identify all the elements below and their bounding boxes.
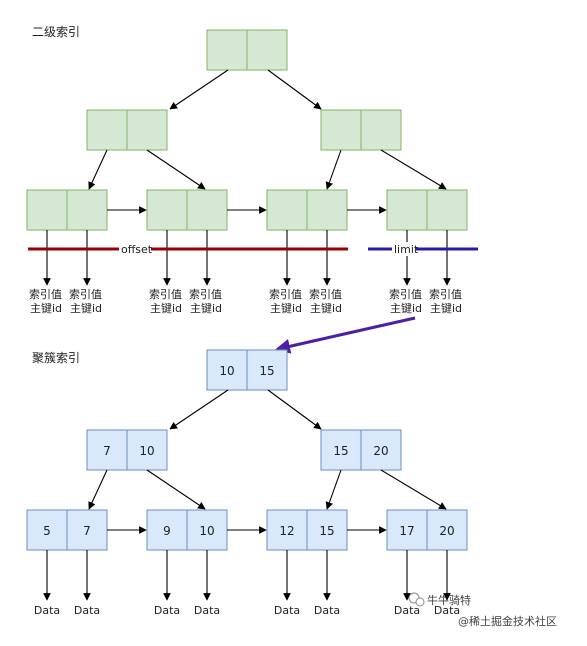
primary-key-label: 主键id [190,301,222,315]
index-value-label: 索引值 [389,287,422,301]
secondary-internal-node-right [320,109,402,151]
watermark-site: @稀土掘金技术社区 [458,614,557,628]
node-key: 12 [279,524,294,538]
node-key: 15 [319,524,334,538]
leaf-label-pair: 索引值 主键id 索引值 主键id [149,287,222,315]
lookup-pointer-arrow [275,316,416,354]
primary-key-label: 主键id [270,301,302,315]
data-labels: Data Data Data Data Data Data Data Data [34,604,460,617]
leaf-label-pair: 索引值 主键id 索引值 主键id [29,287,102,315]
index-value-label: 索引值 [429,287,462,301]
index-value-label: 索引值 [149,287,182,301]
watermark: 牛牛骑特 @稀土掘金技术社区 [408,592,557,628]
data-label: Data [314,604,340,617]
secondary-tree-edges [43,69,451,286]
primary-key-label: 主键id [150,301,182,315]
secondary-leaf-labels: 索引值 主键id 索引值 主键id 索引值 主键id 索引值 主键id 索引值 … [29,287,462,315]
index-value-label: 索引值 [269,287,302,301]
node-key: 10 [139,444,154,458]
data-label: Data [74,604,100,617]
index-value-label: 索引值 [69,287,102,301]
clustered-index-title: 聚簇索引 [32,350,80,365]
leaf-label-pair: 索引值 主键id 索引值 主键id [389,287,462,315]
index-value-label: 索引值 [309,287,342,301]
node-key: 10 [219,364,234,378]
primary-key-label: 主键id [430,301,462,315]
clustered-internal-node-left: 7 10 [86,429,168,471]
secondary-root-node [206,29,288,71]
node-key: 20 [373,444,388,458]
secondary-leaf-node-2 [146,189,228,231]
data-label: Data [154,604,180,617]
node-key: 17 [399,524,414,538]
clustered-leaf-node-3: 12 15 [266,509,348,551]
data-label: Data [34,604,60,617]
secondary-leaf-node-3 [266,189,348,231]
wechat-icon [408,592,425,607]
limit-label: limit [394,243,419,256]
secondary-internal-node-left [86,109,168,151]
clustered-internal-node-right: 15 20 [320,429,402,471]
limit-bar: limit [368,242,478,256]
clustered-leaf-node-2: 9 10 [146,509,228,551]
index-value-label: 索引值 [29,287,62,301]
data-label: Data [434,604,460,617]
secondary-index-title: 二级索引 [32,25,80,39]
node-key: 9 [163,524,171,538]
primary-key-label: 主键id [70,301,102,315]
primary-key-label: 主键id [30,301,62,315]
data-label: Data [274,604,300,617]
data-label: Data [394,604,420,617]
node-key: 15 [259,364,274,378]
clustered-leaf-node-4: 17 20 [386,509,468,551]
offset-bar: offset [28,242,348,256]
offset-label: offset [121,243,153,256]
index-value-label: 索引值 [189,287,222,301]
clustered-root-node: 10 15 [206,349,288,391]
clustered-leaf-node-1: 5 7 [26,509,108,551]
node-key: 15 [333,444,348,458]
data-label: Data [194,604,220,617]
node-key: 5 [43,524,51,538]
node-key: 7 [103,444,111,458]
watermark-author: 牛牛骑特 [427,593,471,607]
node-key: 10 [199,524,214,538]
secondary-leaf-node-1 [26,189,108,231]
primary-key-label: 主键id [310,301,342,315]
node-key: 20 [439,524,454,538]
node-key: 7 [83,524,91,538]
leaf-label-pair: 索引值 主键id 索引值 主键id [269,287,342,315]
primary-key-label: 主键id [390,301,422,315]
secondary-leaf-node-4 [386,189,468,231]
clustered-tree-edges [43,389,451,601]
